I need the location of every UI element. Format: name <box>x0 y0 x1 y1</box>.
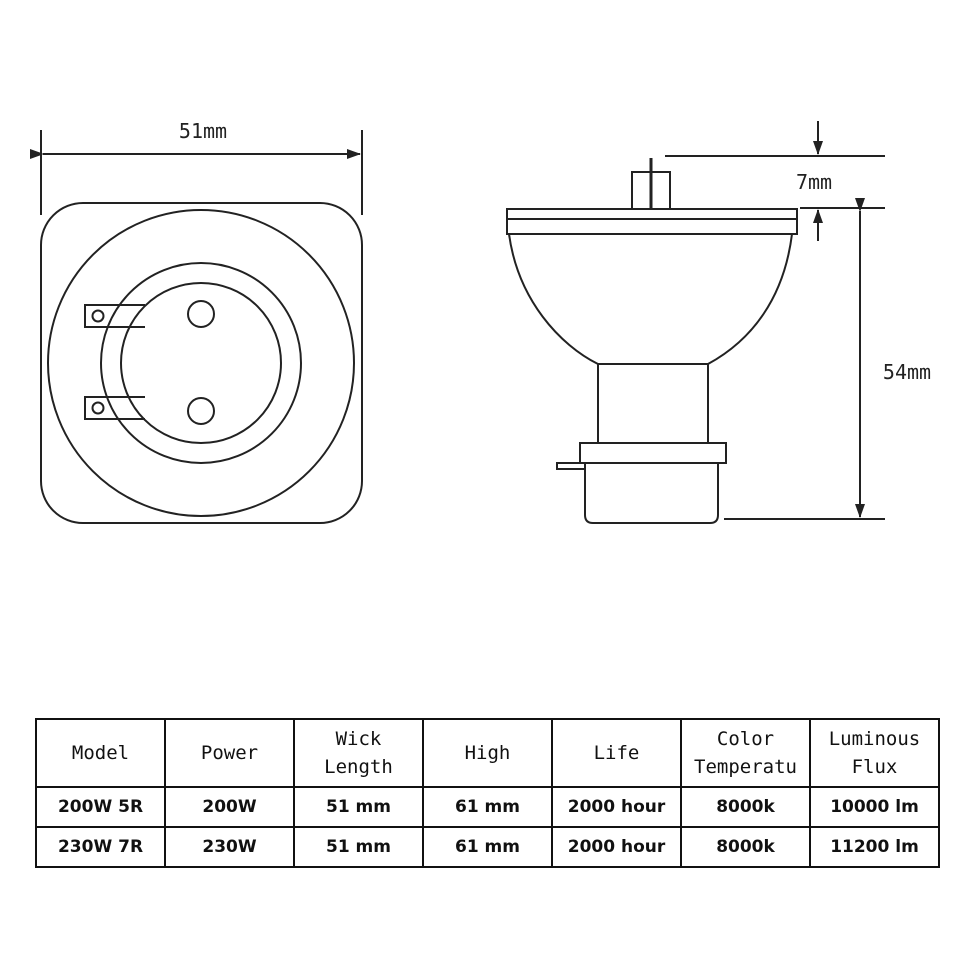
terminal-tab-bottom <box>84 396 145 420</box>
contact-hole-top <box>187 300 215 328</box>
cell-model: 230W 7R <box>35 826 166 868</box>
cell-power: 200W <box>164 786 295 828</box>
header-power: Power <box>164 718 295 788</box>
front-housing-outline <box>40 202 363 524</box>
cell-high: 61 mm <box>422 826 553 868</box>
side-view: 7mm 54mm <box>506 121 931 524</box>
base-flange <box>579 442 727 464</box>
base-cup <box>584 463 719 524</box>
header-life: Life <box>551 718 682 788</box>
socket-ring-circle <box>100 262 302 464</box>
reflector-rim <box>506 208 798 235</box>
cell-model: 200W 5R <box>35 786 166 828</box>
lamp-dimension-drawing: 51mm 7mm 54mm <box>30 119 931 524</box>
cell-wick-length: 51 mm <box>293 786 424 828</box>
front-view: 51mm <box>30 119 363 524</box>
cell-wick-length: 51 mm <box>293 826 424 868</box>
terminal-tab-top <box>84 304 145 328</box>
cell-power: 230W <box>164 826 295 868</box>
header-model: Model <box>35 718 166 788</box>
table-row: 230W 7R 230W 51 mm 61 mm 2000 hour 8000k… <box>35 826 940 868</box>
width-label: 51mm <box>179 119 227 143</box>
cell-life: 2000 hour <box>551 826 682 868</box>
cell-high: 61 mm <box>422 786 553 828</box>
socket-inner-circle <box>120 282 282 444</box>
reflector-bowl <box>508 233 793 365</box>
height-label: 54mm <box>883 360 931 384</box>
reflector-outer-circle <box>47 209 355 517</box>
table-row: 200W 5R 200W 51 mm 61 mm 2000 hour 8000k… <box>35 786 940 828</box>
contact-hole-bottom <box>187 397 215 425</box>
cell-life: 2000 hour <box>551 786 682 828</box>
cell-color-temperature: 8000k <box>680 786 811 828</box>
side-terminal-tab <box>556 462 586 470</box>
cell-luminous-flux: 11200 lm <box>809 826 940 868</box>
cell-luminous-flux: 10000 lm <box>809 786 940 828</box>
lamp-neck <box>597 363 709 444</box>
cell-color-temperature: 8000k <box>680 826 811 868</box>
header-high: High <box>422 718 553 788</box>
pin-length-label: 7mm <box>796 170 832 194</box>
